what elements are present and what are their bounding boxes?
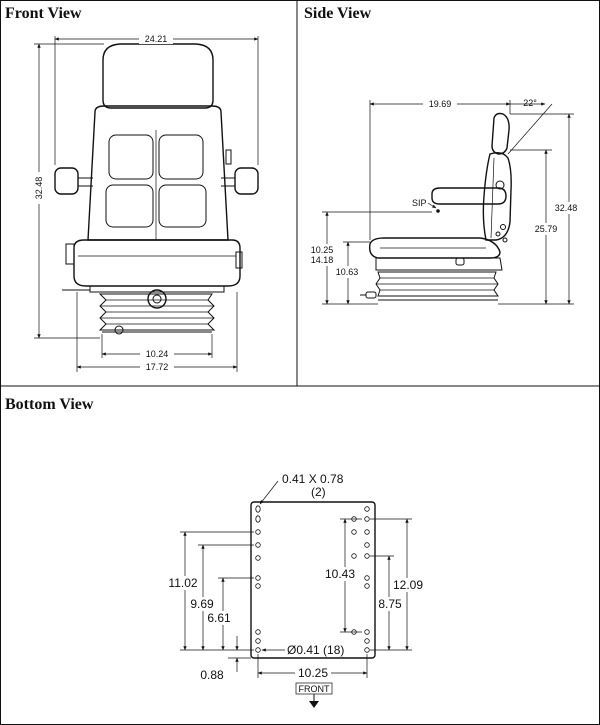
front-base-inner-label: 10.24: [146, 349, 169, 359]
side-height-back-label: 25.79: [535, 224, 558, 234]
bottom-width-label: 10.25: [298, 666, 328, 680]
front-view-title: Front View: [5, 5, 82, 22]
side-depth-label: 19.69: [429, 99, 452, 109]
bottom-right-mid-label: 8.75: [378, 597, 402, 611]
bottom-slot-count-label: (2): [311, 485, 326, 499]
side-view-title: Side View: [304, 5, 372, 22]
side-height-total-label: 32.48: [555, 203, 578, 213]
front-view-seat-drawing: [54, 43, 259, 335]
bottom-slot-size-label: 0.41 X 0.78: [282, 472, 344, 486]
bottom-left-base-label: 0.88: [200, 668, 224, 682]
bottom-front-label: FRONT: [299, 684, 330, 694]
side-seat-height-b-label: 14.18: [311, 255, 334, 265]
side-angle-label: 22°: [523, 98, 537, 108]
front-base-outer-label: 17.72: [146, 362, 169, 372]
bottom-right-outer-label: 12.09: [393, 578, 423, 592]
front-height-label: 32.48: [34, 177, 44, 200]
bottom-right-inner-label: 10.43: [325, 567, 355, 581]
side-sip-label: SIP: [412, 198, 427, 208]
side-seat-height-c-label: 10.63: [336, 267, 359, 277]
side-view-seat-drawing: [360, 112, 512, 301]
bottom-view-plate-drawing: [250, 501, 376, 659]
front-width-top-label: 24.21: [145, 34, 168, 44]
bottom-left-mid-label: 9.69: [190, 597, 214, 611]
front-view-dimensions: 24.21 32.48 10.24 17.72: [31, 32, 259, 372]
bottom-view-title: Bottom View: [5, 396, 94, 413]
bottom-view-dimensions: 0.41 X 0.78 (2) 11.02 9.69 6.61 0.88 10.…: [168, 472, 423, 708]
side-seat-height-a-label: 10.25: [311, 245, 334, 255]
side-view-dimensions: 19.69 22° SIP 32.48 25.79 10.25 14.18 10…: [307, 97, 579, 305]
bottom-left-outer-label: 11.02: [168, 576, 197, 590]
bottom-left-inner-label: 6.61: [207, 611, 231, 625]
bottom-hole-dia-label: Ø0.41 (18): [287, 643, 344, 657]
